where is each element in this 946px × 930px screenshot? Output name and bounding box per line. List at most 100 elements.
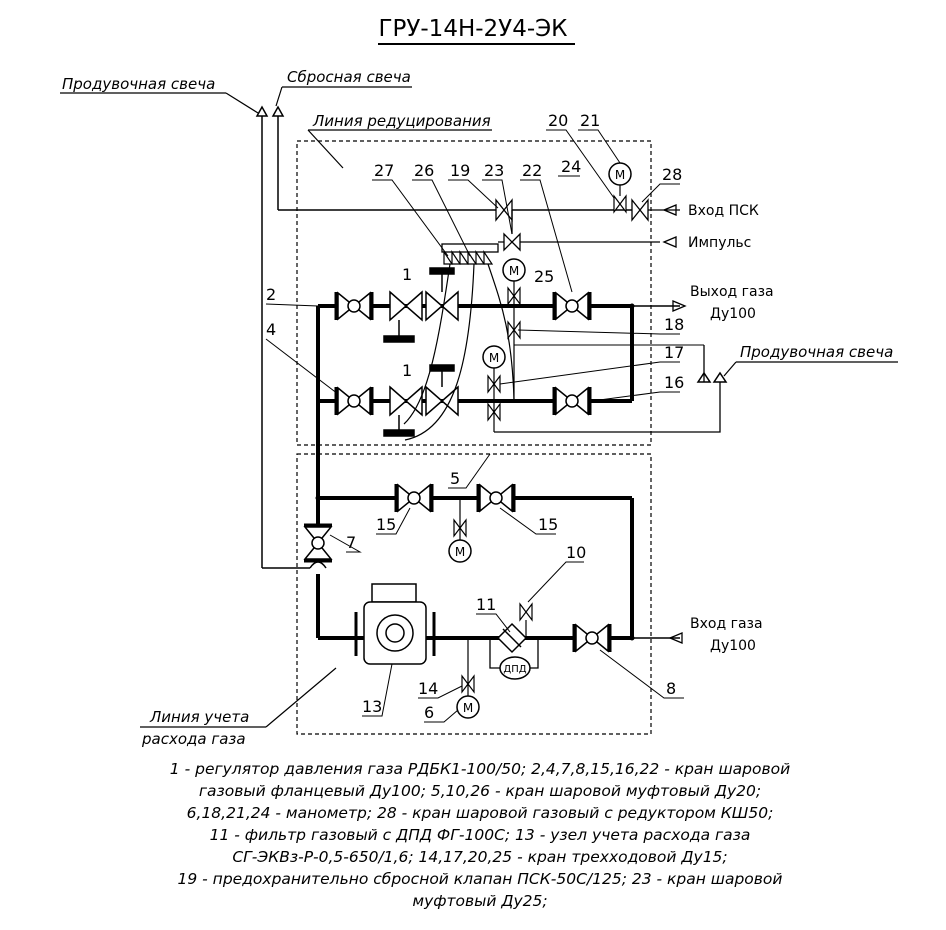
main-pipes [316,304,634,640]
ball-valve-7 [303,523,333,563]
pos-25: 25 [534,267,554,286]
pos-1-lower: 1 [402,361,412,380]
ball-valve-22 [552,291,592,321]
gas-output-arrow [672,300,687,312]
diagram-title: ГРУ-14Н-2У4-ЭК [378,16,567,42]
pos-13: 13 [362,697,382,716]
pos-10: 10 [566,543,586,562]
gauge-24-letter: М [509,264,519,278]
pos-4: 4 [266,320,276,339]
legend-line: 6,18,21,24 - манометр; 28 - кран шаровой… [186,804,774,822]
three-way-valve-14 [461,674,475,694]
impulse-tube-b [404,263,475,441]
gas-output-dn-label: Ду100 [710,306,756,322]
ball-valve-4 [334,386,374,416]
legend-line: 1 - регулятор давления газа РДБК1-100/50… [169,760,791,778]
gas-filter-11 [496,622,528,654]
pressure-gauge-metering [448,539,472,563]
pressure-gauge-6 [456,695,480,719]
valve-5 [453,518,467,538]
gas-input-dn-label: Ду100 [710,638,756,654]
ball-valve-2 [334,291,374,321]
valve-lower-small [487,402,501,422]
impulse-tube-a [403,263,451,425]
junction-dot [315,495,321,501]
gas-output-label: Выход газа [690,284,774,300]
purge-candle-right-leader [723,361,737,377]
reduction-line-leader [307,129,344,169]
pos-21: 21 [580,111,600,130]
three-way-valve-25 [507,286,521,306]
reduction-line-label: Линия редуцирования [312,112,491,130]
pos-11: 11 [476,595,496,614]
pressure-regulator-upper [383,267,459,343]
pos-27: 27 [374,161,394,180]
pipe-crossover-hop [309,561,327,569]
gas-input-arrow [668,632,683,644]
pos-20: 20 [548,111,568,130]
impulse-arrow [662,236,677,248]
ball-valve-15-right [476,483,516,513]
pos-15-right: 15 [538,515,558,534]
purge-line-lower [494,382,721,433]
psk-input-arrow [662,204,677,216]
purge-candle-left-leader [225,92,259,114]
pos-24: 24 [561,157,581,176]
pos-26: 26 [414,161,434,180]
valve-28 [631,198,649,222]
pos-1-upper: 1 [402,265,412,284]
impulse-label: Импульс [688,235,751,251]
pos-7: 7 [346,533,356,552]
metering-line-box [296,453,652,735]
pos-19: 19 [450,161,470,180]
metering-line-label-2: расхода газа [141,730,246,748]
dpd-lines [489,638,539,669]
pos-16: 16 [664,373,684,392]
pos-2: 2 [266,285,276,304]
gauge-21-letter: М [615,168,625,182]
legend: 1 - регулятор давления газа РДБК1-100/50… [120,758,840,912]
pos-23: 23 [484,161,504,180]
relief-candle-symbol [271,105,285,117]
metering-line-label-1: Линия учета [149,708,249,726]
pos-5: 5 [450,469,460,488]
metering-line-leader [265,667,337,728]
purge-candle-right-symbol-a [696,371,712,383]
purge-candle-right-label: Продувочная свеча [740,343,893,361]
impulse-tube-c [487,263,515,401]
ball-valve-16 [552,386,592,416]
gauge-metering-letter: М [455,545,465,559]
manifold-valves [443,250,494,265]
junction-dot [629,635,635,641]
pos-28: 28 [662,165,682,184]
three-way-valve-20 [613,194,627,214]
position-numbers: 27 26 19 23 22 24 20 21 28 1 25 2 18 4 1… [266,111,684,722]
legend-line: муфтовый Ду25; [412,892,548,910]
reduction-line-box [296,140,652,446]
dpd-label: ДПД [503,664,526,675]
pos-15-left: 15 [376,515,396,534]
purge-candle-right-symbol-b [712,371,728,383]
valve-23 [503,232,521,252]
relief-candle-leader [275,86,283,107]
pos-8: 8 [666,679,676,698]
ball-valve-8 [572,623,612,653]
valve-10 [519,602,533,622]
pressure-regulator-lower [383,364,459,437]
legend-line: СГ-ЭКВз-Р-0,5-650/1,6; 14,17,20,25 - кра… [232,848,728,866]
psk-input-label: Вход ПСК [688,203,759,219]
legend-line: 19 - предохранительно сбросной клапан ПС… [177,870,783,888]
pos-18: 18 [664,315,684,334]
pos-17: 17 [664,343,684,362]
purge-candle-left-symbol [255,105,269,117]
gas-input-label: Вход газа [690,616,763,632]
ball-valve-15-left [394,483,434,513]
leader-lines [265,129,684,723]
legend-line: газовый фланцевый Ду100; 5,10,26 - кран … [198,782,762,800]
pos-22: 22 [522,161,542,180]
pos-6: 6 [424,703,434,722]
dpd-gauge [499,656,531,680]
pos-14: 14 [418,679,438,698]
gauge-18-letter: М [489,351,499,365]
